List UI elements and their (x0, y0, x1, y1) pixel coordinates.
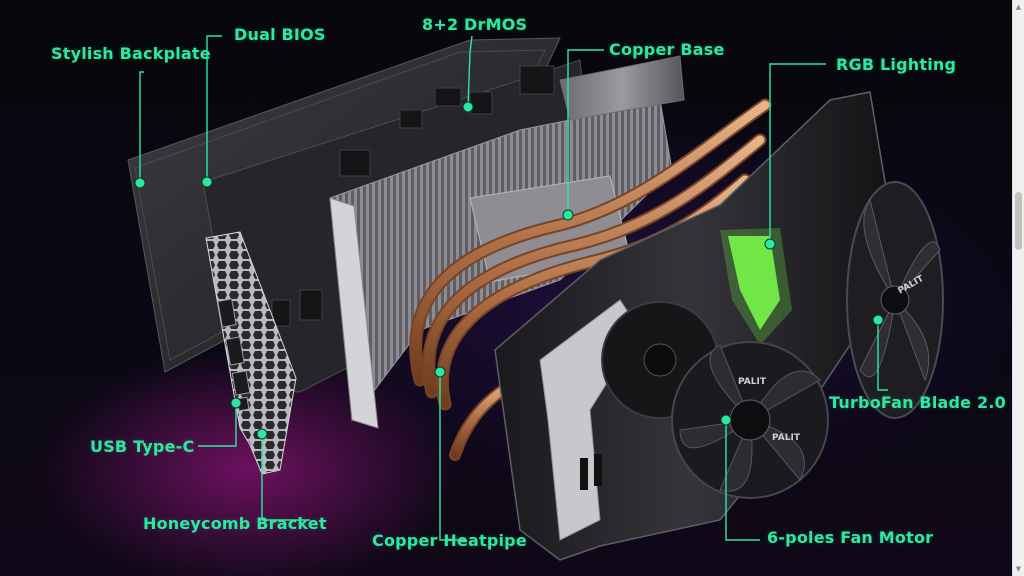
copper-heatpipes (409, 98, 772, 461)
scroll-down-arrow-icon[interactable]: ▼ (1015, 565, 1022, 573)
io-bracket-shape (205, 231, 297, 475)
rgb-light-bar (728, 236, 780, 330)
scroll-up-arrow-icon[interactable]: ▲ (1015, 3, 1022, 11)
line-fan-motor (725, 420, 760, 541)
callout-copper-base: Copper Base (609, 40, 725, 59)
callout-copper-heatpipe: Copper Heatpipe (372, 531, 527, 550)
callout-fan-motor: 6-poles Fan Motor (767, 528, 934, 547)
io-ports (217, 298, 251, 412)
scroll-thumb[interactable] (1015, 192, 1022, 250)
callout-stylish-backplate: Stylish Backplate (51, 44, 211, 63)
line-dual-bios (206, 35, 222, 182)
heatsink-top-fins (559, 55, 685, 121)
callout-dots (134, 101, 884, 440)
callout-usb-type-c: USB Type-C (90, 437, 195, 456)
line-copper-heatpipe (439, 372, 466, 541)
line-turbofan (877, 320, 888, 391)
line-copper-base (567, 49, 604, 215)
pcb-components (271, 65, 555, 327)
callout-honeycomb-bracket: Honeycomb Bracket (143, 514, 327, 533)
line-honeycomb (261, 434, 310, 521)
callout-turbofan-blade: TurboFan Blade 2.0 (829, 393, 1006, 412)
fan-logo-left: PALIT (738, 377, 767, 387)
rgb-light-glow (720, 228, 792, 345)
vertical-scrollbar[interactable]: ▲ ▼ (1012, 0, 1024, 576)
callout-drmos: 8+2 DrMOS (422, 15, 528, 34)
line-stylish-backplate (139, 71, 144, 183)
line-usb-type-c (198, 403, 237, 447)
fan-right-blade (846, 181, 944, 419)
callout-lines (139, 35, 888, 541)
line-drmos (467, 35, 473, 108)
callout-rgb-lighting: RGB Lighting (836, 55, 957, 74)
fan-logo-center: PALIT (772, 433, 801, 443)
callout-dual-bios: Dual BIOS (234, 25, 326, 44)
heatsink-front-plate (329, 197, 379, 429)
shroud-vent-slots (580, 454, 602, 490)
fan-front-left (671, 341, 829, 499)
line-rgb-lighting (769, 63, 826, 244)
